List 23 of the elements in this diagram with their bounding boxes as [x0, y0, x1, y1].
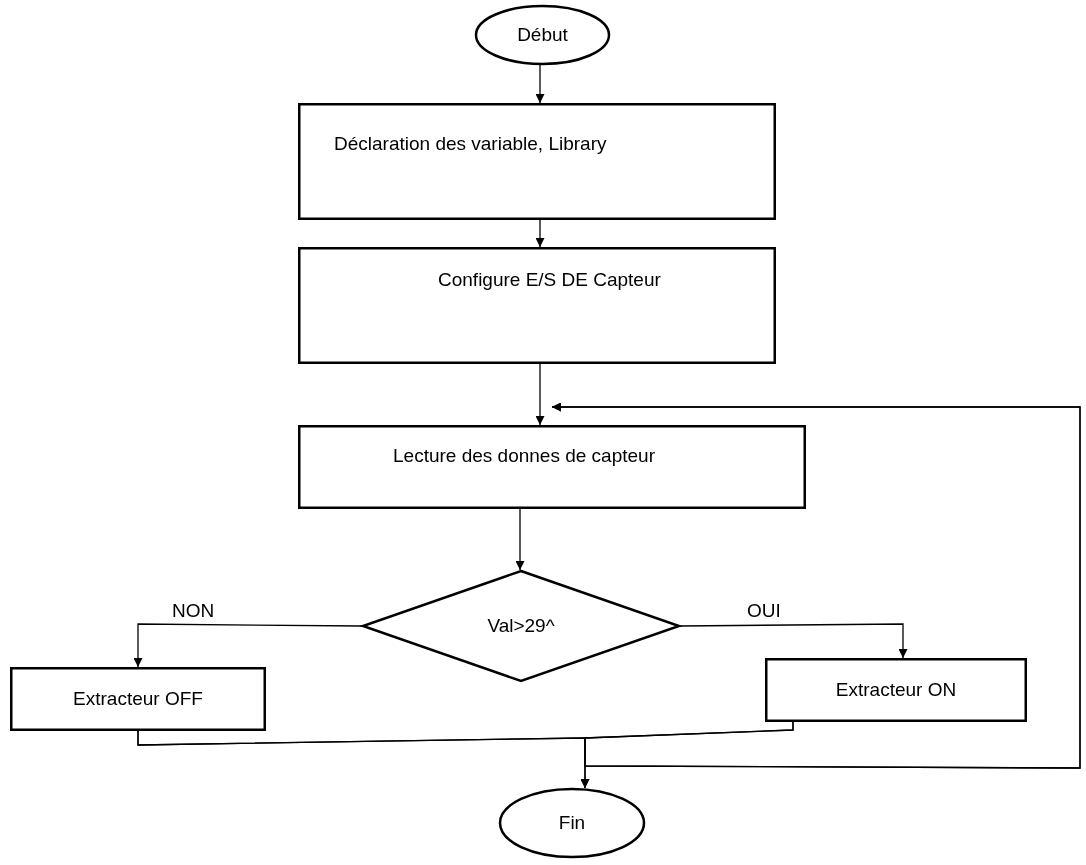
- arrow: [679, 623, 908, 659]
- process-box: [298, 425, 806, 509]
- node-label: Lecture des donnes de capteur: [393, 445, 655, 467]
- arrow: [535, 64, 545, 104]
- node-label: Extracteur OFF: [73, 688, 203, 710]
- process-box: [298, 103, 776, 220]
- arrow: [535, 363, 545, 426]
- arrow: [133, 623, 363, 668]
- terminal-ellipse: [475, 5, 610, 65]
- arrow: [535, 219, 545, 248]
- terminal-ellipse: [499, 788, 645, 858]
- process-box: [10, 667, 266, 731]
- node-label: Fin: [558, 812, 586, 834]
- arrow: [551, 402, 1081, 769]
- node-label: Val>29^: [487, 615, 555, 637]
- node-label: Extracteur ON: [835, 679, 957, 701]
- node-label: Configure E/S DE Capteur: [438, 269, 661, 291]
- node-label: Début: [517, 24, 568, 46]
- node-label: Déclaration des variable, Library: [334, 133, 607, 155]
- arrow: [515, 508, 525, 571]
- decision-diamond: [362, 570, 680, 682]
- process-box: [298, 247, 776, 364]
- process-box: [765, 658, 1027, 722]
